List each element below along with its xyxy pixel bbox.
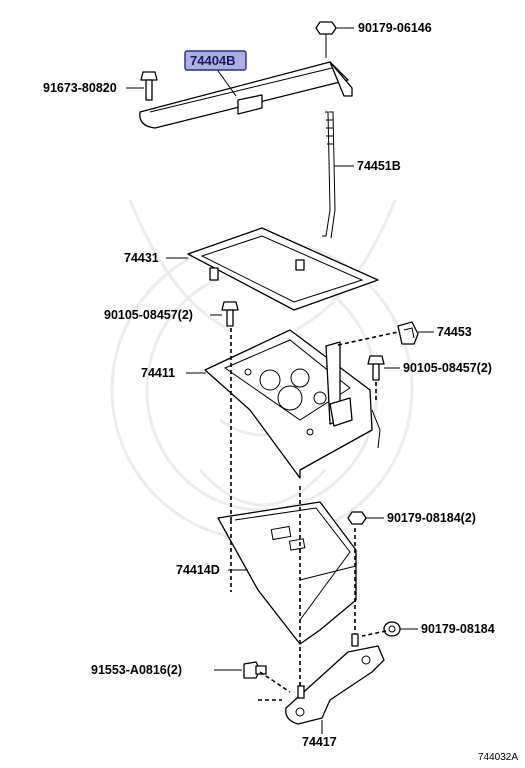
bolt-left-top: [140, 71, 158, 101]
part-hold-down-bar: [139, 61, 353, 129]
callout-bolt-left-top: 91673-80820: [43, 81, 117, 95]
callout-nut-top: 90179-06146: [358, 21, 432, 35]
leader-lines: [126, 27, 434, 734]
part-carrier-shield: [217, 501, 357, 645]
callout-battery-carrier: 74411: [141, 366, 175, 380]
part-tray-insulator: [187, 227, 379, 311]
callout-nut-bracket: 90179-08184: [421, 622, 495, 636]
bolt-bracket: [243, 661, 267, 679]
nut-top: [315, 21, 337, 58]
callout-nut-shield: 90179-08184(2): [387, 511, 476, 525]
assembly-lines: [230, 328, 399, 701]
callout-clamp-rod: 74451B: [357, 159, 401, 173]
figure-code: 744032A: [478, 752, 518, 763]
clip-74453: [397, 321, 419, 345]
callout-carrier-shield: 74414D: [176, 563, 220, 577]
part-battery-carrier: [204, 329, 381, 479]
callout-hold-down-bar[interactable]: 74404B: [190, 53, 236, 68]
part-clamp-rod: [322, 111, 336, 239]
part-lower-bracket: [285, 633, 385, 725]
highlight-box: [184, 50, 247, 71]
callout-lower-bracket: 74417: [302, 735, 337, 749]
nut-bracket: [383, 621, 401, 637]
callout-bolt-bracket: 91553-A0816(2): [91, 663, 182, 677]
callout-clip: 74453: [437, 325, 472, 339]
callout-bolt-carrier-right: 90105-08457(2): [403, 361, 492, 375]
nut-shield: [347, 511, 367, 525]
bolt-carrier-right: [367, 355, 385, 381]
bolt-carrier-left: [221, 301, 239, 327]
callout-bolt-carrier-left: 90105-08457(2): [104, 308, 193, 322]
callout-tray-insulator: 74431: [124, 251, 159, 265]
